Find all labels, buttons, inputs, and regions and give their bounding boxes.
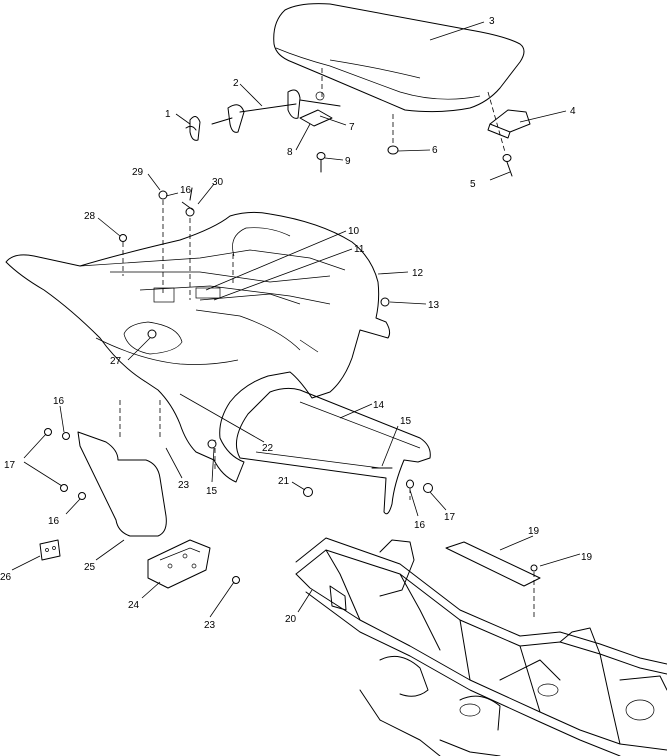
callout-11: 11	[354, 244, 365, 255]
seat-latch-assembly	[185, 89, 341, 141]
callout-5: 5	[470, 179, 476, 190]
callout-19a: 19	[528, 526, 540, 537]
callout-15a: 15	[400, 416, 412, 427]
callout-20: 20	[285, 614, 297, 625]
fender-side-panel-part	[235, 387, 431, 515]
callout-17b: 17	[444, 512, 456, 523]
rear-fender-part	[5, 211, 391, 483]
callout-24: 24	[128, 600, 140, 611]
callout-16d: 16	[414, 520, 426, 531]
callout-3: 3	[489, 16, 495, 27]
callout-labels: 1 2 3 4 5 6 7 8 9 10 11 12 13 14 15 15 1…	[0, 16, 593, 631]
mud-flap-part	[77, 431, 167, 537]
callout-16a: 16	[53, 396, 65, 407]
callout-9: 9	[345, 156, 351, 167]
bracket-26-part	[39, 539, 61, 561]
frame-part	[295, 537, 667, 756]
callout-6: 6	[432, 145, 438, 156]
fasteners-mid	[44, 187, 433, 584]
callout-16b: 16	[180, 185, 192, 196]
callout-30: 30	[212, 177, 224, 188]
fasteners-top	[316, 145, 513, 177]
callout-14: 14	[373, 400, 385, 411]
callout-25: 25	[84, 562, 96, 573]
leader-lines	[11, 21, 581, 618]
callout-13: 13	[428, 300, 440, 311]
callout-26: 26	[0, 572, 12, 583]
bracket-24-part	[147, 539, 211, 589]
callout-19b: 19	[581, 552, 593, 563]
callout-7: 7	[349, 122, 355, 133]
seat-bracket-part	[487, 109, 531, 139]
seat-part	[273, 3, 525, 153]
callout-15b: 15	[206, 486, 218, 497]
callout-1: 1	[165, 109, 171, 120]
callout-23a: 23	[178, 480, 190, 491]
callout-8: 8	[287, 147, 293, 158]
callout-2: 2	[233, 78, 239, 89]
callout-16c: 16	[48, 516, 60, 527]
callout-10: 10	[348, 226, 360, 237]
callout-23b: 23	[204, 620, 216, 631]
callout-17a: 17	[4, 460, 16, 471]
callout-28: 28	[84, 211, 96, 222]
callout-27: 27	[110, 356, 122, 367]
callout-4: 4	[570, 106, 576, 117]
frame-bracket-19-part	[445, 541, 541, 620]
callout-21: 21	[278, 476, 290, 487]
mount-guides	[119, 200, 411, 500]
callout-12: 12	[412, 268, 424, 279]
callout-29: 29	[132, 167, 144, 178]
callout-22: 22	[262, 443, 274, 454]
